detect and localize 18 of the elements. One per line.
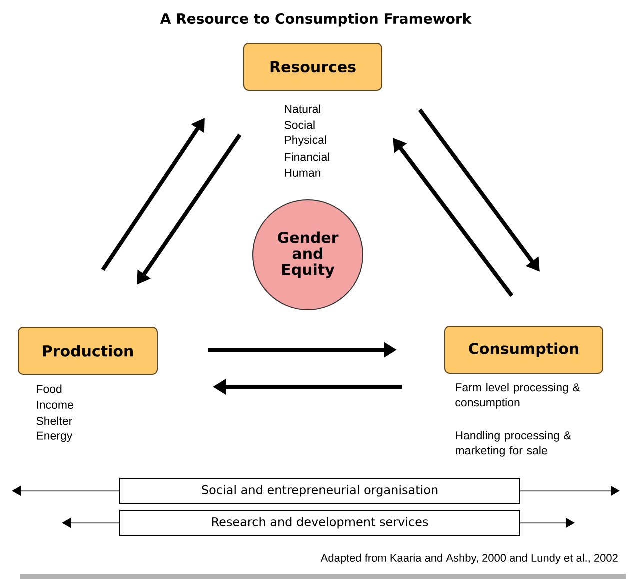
- list-item: Energy: [37, 432, 73, 442]
- title: A Resource to Consumption Framework: [160, 13, 472, 27]
- list-item: Financial: [285, 152, 330, 162]
- caption: Adapted from Kaaria and Ashby, 2000 and Lundy et al., 2002: [320, 554, 618, 564]
- list-item: Natural: [285, 104, 320, 114]
- process-box: Resources: [244, 43, 382, 91]
- list-item: Physical: [285, 136, 326, 146]
- note-text: Farm level processing & consumption: [456, 383, 580, 409]
- band-box: Social and entrepreneurial organisation: [120, 478, 520, 504]
- band-box: Research and development services: [120, 510, 520, 536]
- list-item: Social: [284, 120, 315, 130]
- list-item: Human: [285, 169, 321, 178]
- list-item: Food: [37, 384, 62, 394]
- list-item: Income: [37, 401, 74, 410]
- note-text: Handling processing & marketing for sale: [456, 431, 572, 457]
- process-box: Consumption: [444, 326, 604, 374]
- list-item: Shelter: [36, 416, 72, 426]
- process-box: Production: [18, 327, 158, 375]
